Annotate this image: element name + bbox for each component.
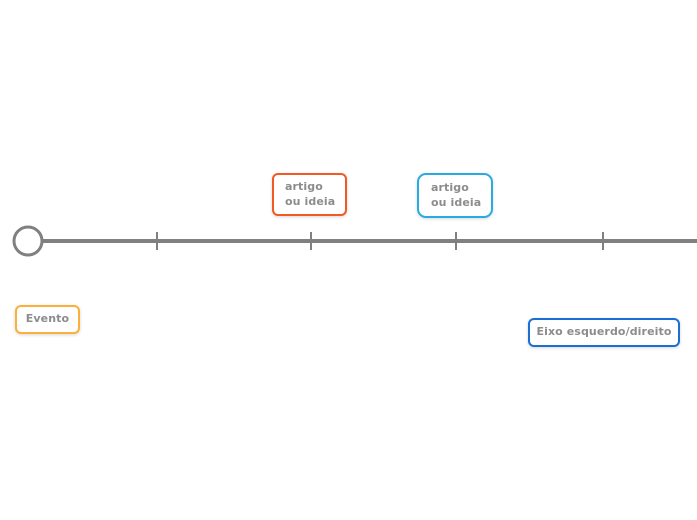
callout-line-2: ou ideia bbox=[431, 195, 482, 209]
callout-evento[interactable]: Evento bbox=[15, 305, 80, 334]
callout-artigo-ou-ideia-orange[interactable]: artigo ou ideia bbox=[272, 173, 347, 216]
callout-line-1: artigo bbox=[431, 181, 469, 195]
callout-eixo-label: Eixo esquerdo/direito bbox=[536, 325, 672, 339]
callout-line-2: ou ideia bbox=[285, 194, 336, 208]
callout-eixo-esquerdo-direito[interactable]: Eixo esquerdo/direito bbox=[528, 318, 680, 347]
callout-evento-label: Evento bbox=[25, 312, 70, 326]
callout-artigo-ou-ideia-blue[interactable]: artigo ou ideia bbox=[417, 173, 493, 218]
timeline-start-circle-icon[interactable] bbox=[12, 225, 44, 257]
callout-line-1: artigo bbox=[285, 180, 323, 194]
